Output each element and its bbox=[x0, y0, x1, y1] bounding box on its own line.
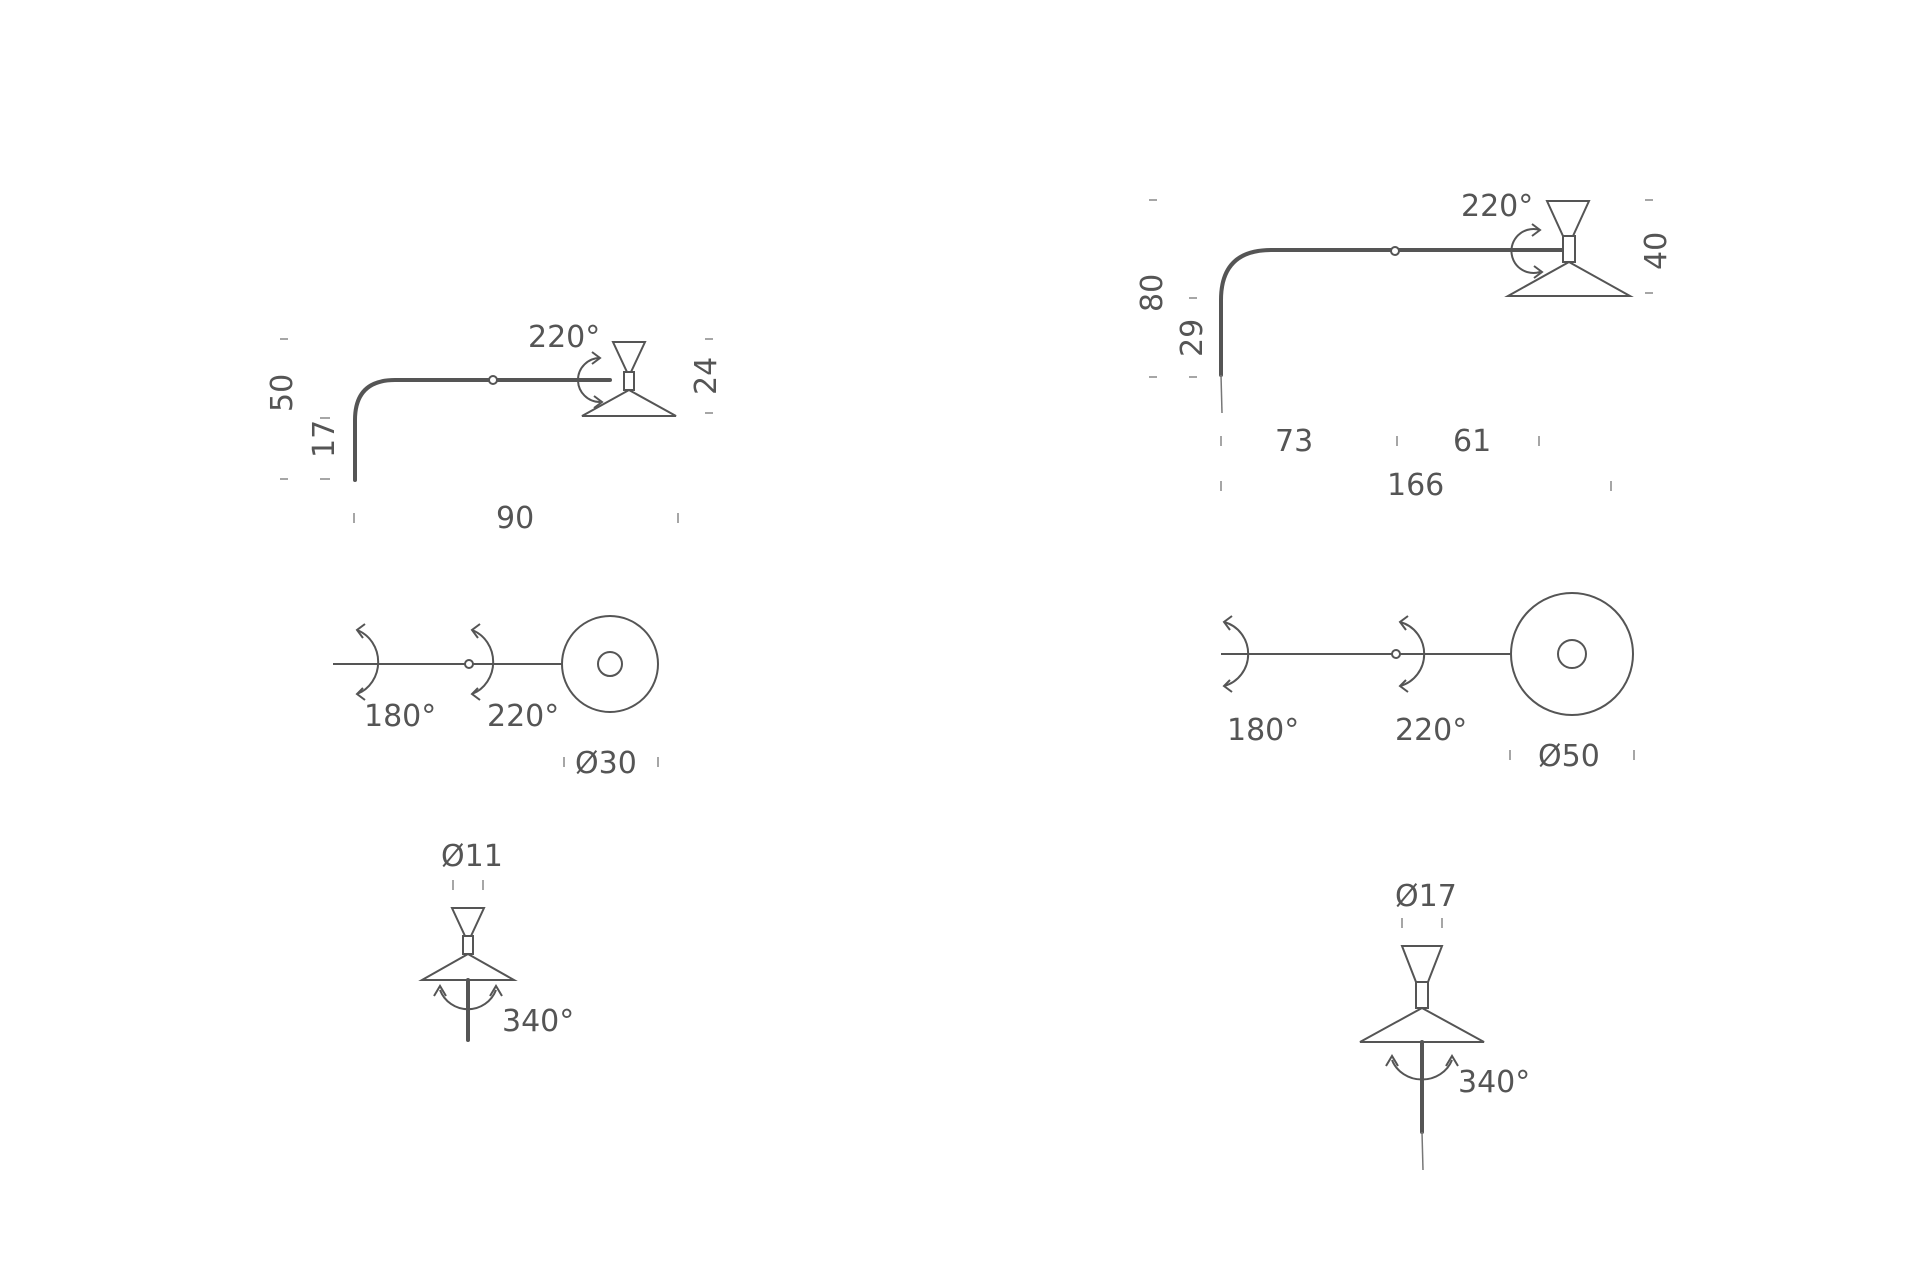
large-top-socket bbox=[1557, 639, 1587, 669]
small-swivel-label: 340° bbox=[502, 1004, 574, 1039]
large-lamp-side-view: 220° 80 29 40 73 61 166 bbox=[1135, 189, 1674, 503]
large-shade-diameter-label: Ø50 bbox=[1538, 739, 1600, 774]
small-joint-rotation-label: 220° bbox=[528, 320, 600, 355]
large-front-cable bbox=[1421, 1131, 1424, 1171]
small-lamp-side-view: 220° 50 17 24 90 bbox=[265, 320, 724, 536]
large-arm-height-label: 29 bbox=[1175, 319, 1210, 357]
large-joint-rotation-arrow-icon bbox=[1510, 228, 1541, 274]
small-height-label: 50 bbox=[265, 374, 300, 412]
large-head-icon bbox=[1504, 200, 1634, 297]
small-base-rotation-arrow-icon bbox=[356, 629, 380, 695]
small-joint-rotation-arrow-icon bbox=[577, 357, 601, 403]
large-top-shade bbox=[1510, 592, 1634, 716]
small-top-socket bbox=[597, 651, 623, 677]
small-swivel-arrow-icon bbox=[439, 989, 497, 1011]
small-base-rotation-label: 180° bbox=[364, 699, 436, 734]
large-cone-diameter-label: Ø17 bbox=[1395, 879, 1457, 914]
small-shade-diameter-label: Ø30 bbox=[575, 746, 637, 781]
small-top-shade bbox=[561, 615, 659, 713]
large-joint-rotation-label: 220° bbox=[1461, 189, 1533, 224]
large-height-label: 80 bbox=[1135, 274, 1170, 312]
large-arm-rotation-arrow-icon bbox=[1399, 621, 1426, 687]
small-head-icon bbox=[581, 341, 677, 417]
large-base-rotation-arrow-icon bbox=[1223, 621, 1250, 687]
small-shade-height-label: 24 bbox=[689, 357, 724, 395]
large-base-rotation-label: 180° bbox=[1227, 713, 1299, 748]
large-shade-height-label: 40 bbox=[1639, 232, 1674, 270]
small-lamp-front-view: Ø11 340° bbox=[418, 839, 574, 1042]
large-arm-rotation-label: 220° bbox=[1395, 713, 1467, 748]
large-front-head-icon bbox=[1359, 945, 1485, 1043]
large-segment-b-label: 61 bbox=[1453, 424, 1491, 459]
small-arm-rotation-arrow-icon bbox=[471, 629, 495, 695]
large-lamp-top-view: 180° 220° Ø50 bbox=[1221, 592, 1635, 774]
large-segment-a-label: 73 bbox=[1275, 424, 1313, 459]
large-lamp-front-view: Ø17 340° bbox=[1359, 879, 1530, 1171]
large-cable bbox=[1220, 374, 1223, 414]
large-width-label: 166 bbox=[1387, 468, 1444, 503]
small-cone-diameter-label: Ø11 bbox=[441, 839, 503, 874]
small-arm-joint bbox=[488, 375, 498, 385]
small-width-label: 90 bbox=[496, 501, 534, 536]
small-front-head-icon bbox=[418, 907, 518, 981]
small-lamp-top-view: 180° 220° Ø30 bbox=[333, 615, 659, 781]
large-swivel-label: 340° bbox=[1458, 1065, 1530, 1100]
large-arm bbox=[1219, 248, 1570, 377]
large-arm-joint bbox=[1390, 246, 1400, 256]
small-arm-height-label: 17 bbox=[307, 420, 342, 458]
small-arm bbox=[353, 378, 612, 482]
small-arm-rotation-label: 220° bbox=[487, 699, 559, 734]
large-swivel-arrow-icon bbox=[1391, 1059, 1453, 1081]
